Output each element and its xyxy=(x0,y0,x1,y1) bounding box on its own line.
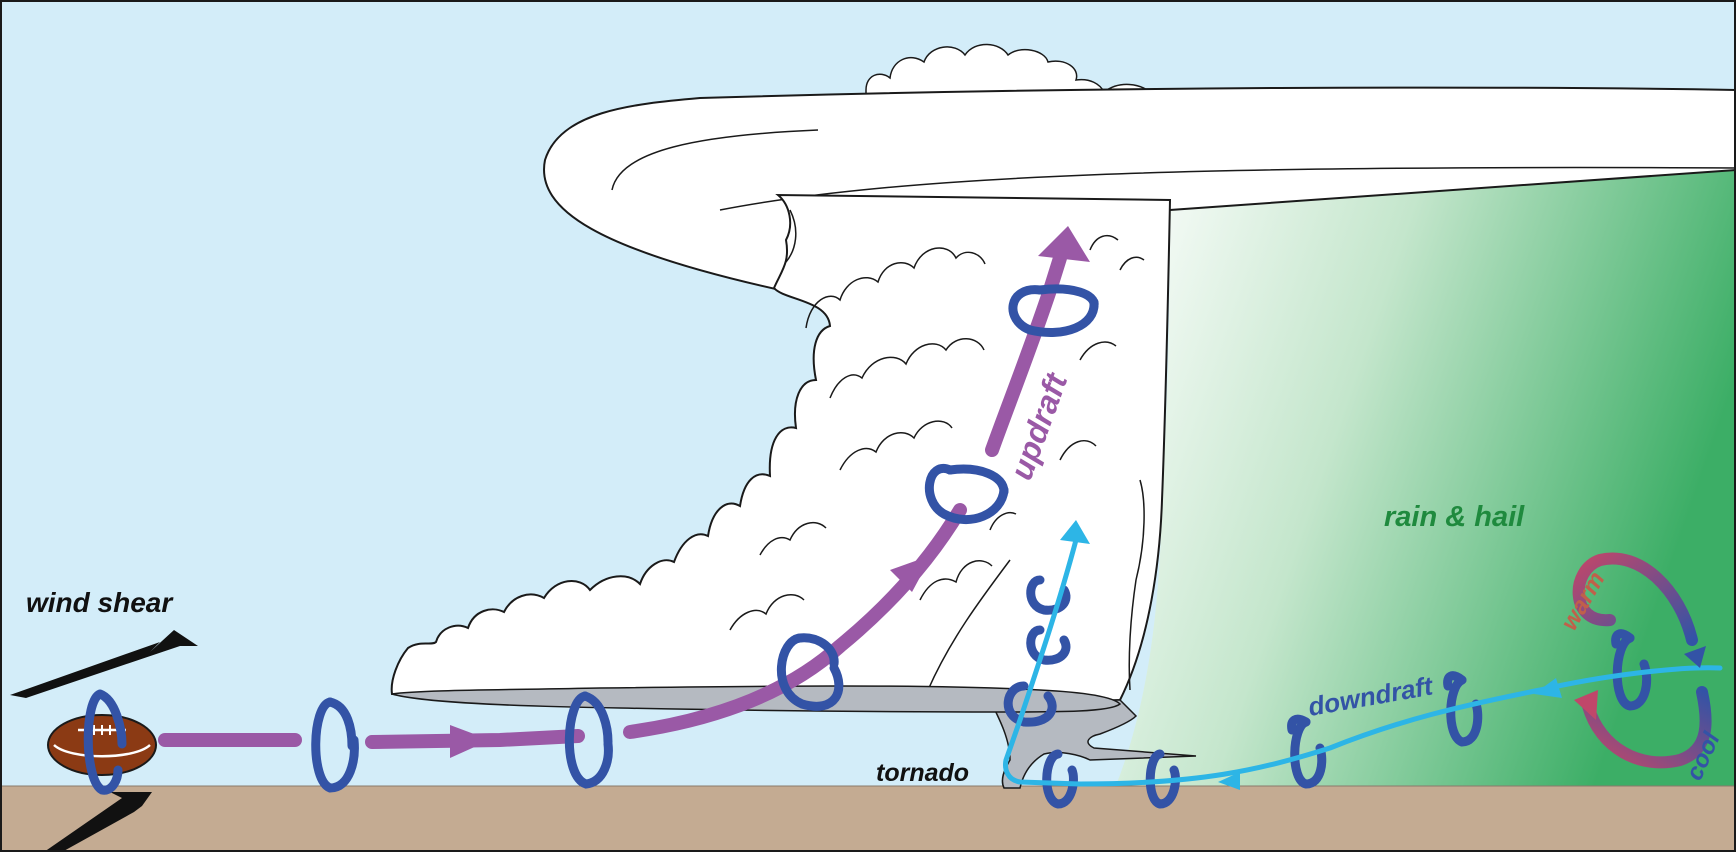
wind-shear-upper-arrow xyxy=(10,630,198,698)
updraft-arrowhead-1 xyxy=(450,725,490,758)
downdraft-arrowhead-1 xyxy=(1060,520,1090,544)
cloud-tower xyxy=(390,193,1172,707)
rotation-rings xyxy=(83,284,1652,809)
downdraft-flow xyxy=(1003,537,1723,787)
rain-hail-shaft xyxy=(1115,160,1736,788)
cloud-texture xyxy=(729,209,1145,691)
wind-shear-lower-arrow xyxy=(44,792,152,852)
downdraft-arrowhead-3 xyxy=(1218,772,1240,790)
updraft-arrowhead-3 xyxy=(1038,226,1090,262)
football-icon xyxy=(47,714,157,776)
cool-arrowhead xyxy=(1684,646,1706,668)
ground xyxy=(0,786,1736,852)
warm-cool-circulation xyxy=(1572,552,1712,769)
wind-shear-label: wind shear xyxy=(26,587,174,618)
tornado-label: tornado xyxy=(876,759,969,787)
rain-hail-label: rain & hail xyxy=(1384,501,1525,533)
warm-arrowhead xyxy=(1574,690,1598,720)
downdraft-arrowhead-2 xyxy=(1534,678,1562,698)
updraft-arrowhead-2 xyxy=(890,555,932,592)
